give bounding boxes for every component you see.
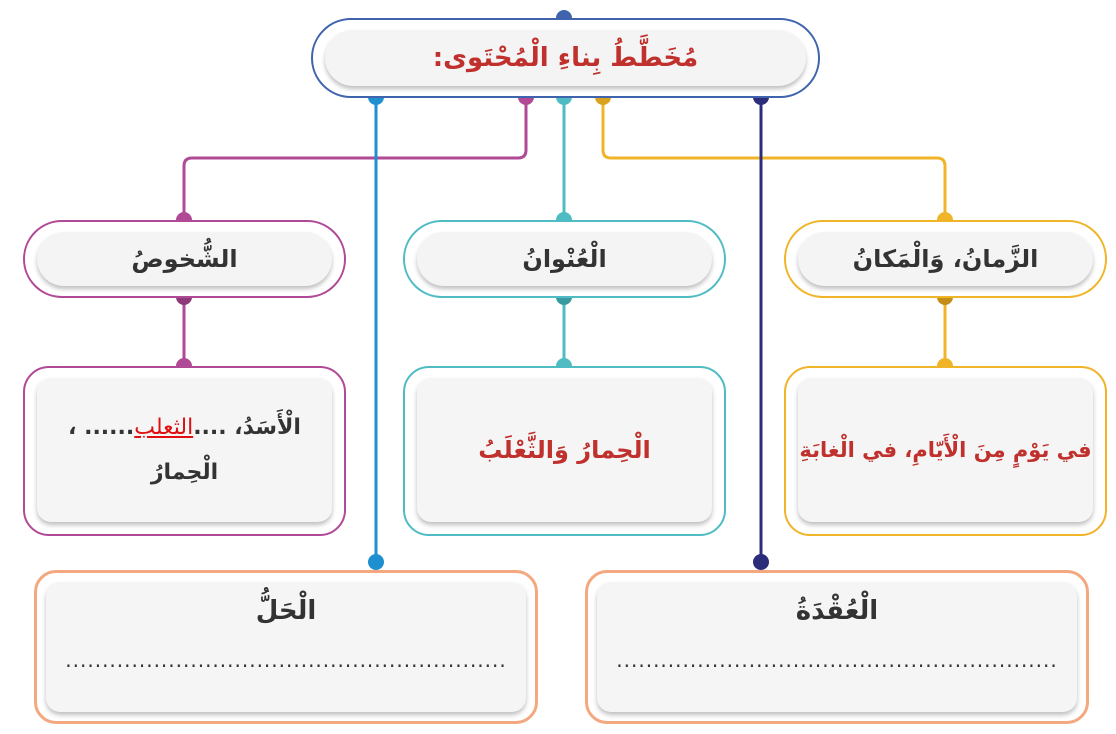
setting-content: في يَوْمٍ مِنَ الْأَيّامِ، في الْغابَةِ <box>799 438 1092 462</box>
dot-conflict-end <box>753 554 769 570</box>
characters-card: الْأَسَدُ، ....الثعلب...... ، الْحِمارُ <box>37 378 332 522</box>
characters-line-2: الْحِمارُ <box>150 460 219 485</box>
setting-pill: الزَّمانُ، وَالْمَكانُ <box>798 232 1093 286</box>
resolution-card: الْحَلُّ ...............................… <box>46 582 526 712</box>
characters-line-1-start: الْأَسَدُ، .... <box>193 415 301 440</box>
title-pill: مُخَطَّطُ بِناءِ الْمُحْتَوى: <box>325 30 806 86</box>
characters-line-1-end: ...... ، <box>68 415 135 440</box>
title-node-pill: الْعُنْوانُ <box>417 232 712 286</box>
connector-characters <box>182 97 528 220</box>
connector-setting <box>601 97 947 220</box>
conflict-heading: الْعُقْدَةُ <box>795 596 879 626</box>
setting-heading: الزَّمانُ، وَالْمَكانُ <box>852 245 1039 273</box>
setting-card: في يَوْمٍ مِنَ الْأَيّامِ، في الْغابَةِ <box>798 378 1093 522</box>
characters-line-1: الْأَسَدُ، ....الثعلب...... ، <box>68 415 301 440</box>
characters-handwritten: الثعلب <box>134 415 194 440</box>
title-node-heading: الْعُنْوانُ <box>522 245 607 273</box>
conflict-blank-line: ........................................… <box>616 648 1058 672</box>
title-node-content: الْحِمارُ وَالثَّعْلَبُ <box>478 436 651 464</box>
dot-resolution-end <box>368 554 384 570</box>
resolution-heading: الْحَلُّ <box>255 596 317 626</box>
title-node-card: الْحِمارُ وَالثَّعْلَبُ <box>417 378 712 522</box>
resolution-blank-line: ........................................… <box>65 648 507 672</box>
characters-pill: الشُّخوصُ <box>37 232 332 286</box>
conflict-card: الْعُقْدَةُ ............................… <box>597 582 1077 712</box>
characters-heading: الشُّخوصُ <box>131 245 238 273</box>
diagram-title: مُخَطَّطُ بِناءِ الْمُحْتَوى: <box>432 43 699 73</box>
